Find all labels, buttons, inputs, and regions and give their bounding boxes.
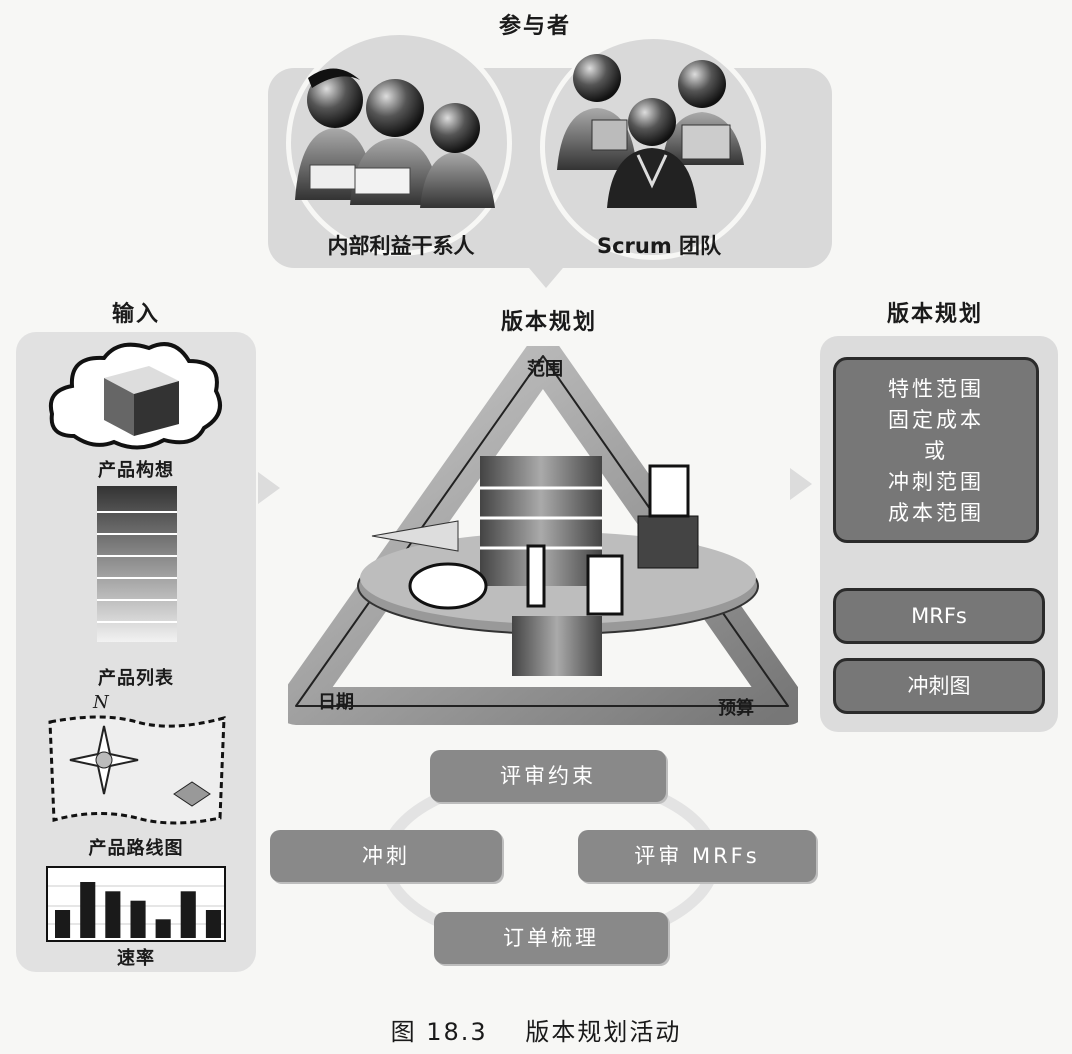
velocity-bar	[205, 910, 221, 938]
map-north-label: N	[93, 692, 109, 713]
output-line: 冲刺范围	[888, 470, 984, 494]
scrum-team-label: Scrum 团队	[596, 234, 722, 258]
velocity-bar	[55, 910, 71, 938]
cycle-review-constraints: 评审约束	[430, 750, 666, 802]
velocity-bar	[80, 882, 96, 938]
output-line: 或	[924, 439, 948, 463]
activity-heading: 版本规划	[500, 310, 597, 335]
internal-stakeholders-label: 内部利益干系人	[327, 234, 475, 258]
triangle-label-date: 日期	[318, 692, 354, 713]
velocity-bar	[130, 900, 146, 938]
output-mrfs-box: MRFs	[833, 588, 1045, 644]
output-arrow	[790, 468, 812, 500]
input-label-roadmap: 产品路线图	[88, 838, 184, 859]
scrum-team-people-icon	[557, 54, 744, 208]
figure-title: 版本规划活动	[525, 1018, 682, 1046]
output-scope-cost-box: 特性范围 固定成本 或 冲刺范围 成本范围	[833, 357, 1039, 543]
output-line: 成本范围	[888, 501, 984, 525]
participants-pointer	[524, 262, 568, 288]
planning-triangle-graphic	[288, 346, 798, 725]
participants-heading: 参与者	[498, 14, 571, 39]
velocity-bar	[180, 891, 196, 938]
input-heading: 输入	[111, 302, 160, 327]
figure-number: 图 18.3	[390, 1018, 488, 1046]
input-arrow	[258, 472, 280, 504]
cycle-review-mrfs: 评审 MRFs	[578, 830, 816, 882]
roadmap-map-icon	[48, 715, 226, 825]
figure-caption: 图 18.3 版本规划活动	[0, 1012, 1072, 1047]
cycle-backlog-grooming: 订单梳理	[434, 912, 668, 964]
output-line: 固定成本	[888, 408, 984, 432]
vision-cloud-icon	[49, 342, 222, 450]
cycle-sprint: 冲刺	[270, 830, 502, 882]
velocity-bar	[155, 919, 171, 938]
input-label-velocity: 速率	[117, 948, 155, 969]
input-label-vision: 产品构想	[98, 460, 174, 481]
velocity-chart-icon	[46, 866, 226, 942]
stakeholders-people-icon	[295, 68, 495, 208]
output-sprint-map-box: 冲刺图	[833, 658, 1045, 714]
triangle-label-budget: 预算	[718, 698, 754, 719]
velocity-bar	[105, 891, 121, 938]
output-heading: 版本规划	[886, 302, 983, 327]
input-label-backlog: 产品列表	[98, 668, 174, 689]
output-line: 特性范围	[888, 377, 984, 401]
triangle-label-scope: 范围	[527, 359, 563, 380]
product-backlog-stack-icon	[97, 486, 177, 642]
